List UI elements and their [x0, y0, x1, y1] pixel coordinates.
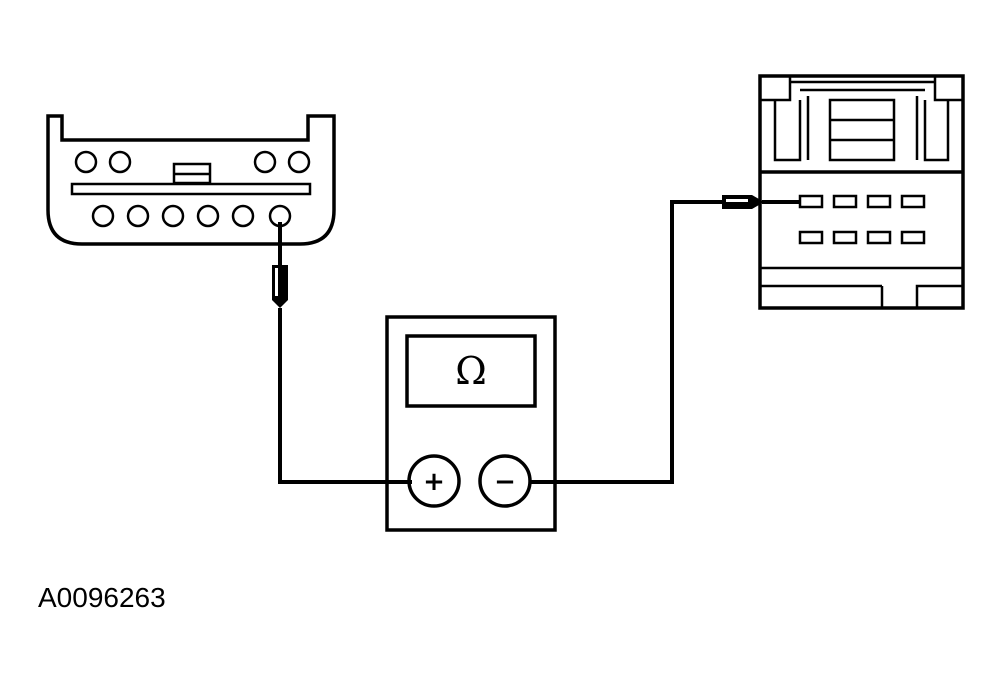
right-connector-pin-probed	[798, 194, 824, 209]
left-connector-pin	[196, 204, 220, 228]
right-connector-pin	[900, 230, 926, 245]
left-connector-pin	[91, 204, 115, 228]
positive-terminal	[407, 454, 461, 508]
positive-terminal-symbol: +	[423, 467, 445, 497]
negative-terminal-symbol: −	[494, 467, 516, 497]
negative-probe	[722, 195, 800, 209]
right-connector-pin	[900, 194, 926, 209]
right-connector-pin	[866, 194, 892, 209]
right-connector-pin	[798, 230, 824, 245]
figure-id: A0096263	[38, 582, 166, 613]
negative-lead-wire	[530, 200, 722, 484]
right-connector-pin	[866, 230, 892, 245]
left-connector-pin	[74, 150, 98, 174]
left-connector-pin	[108, 150, 132, 174]
left-connector-pin	[287, 150, 311, 174]
left-connector-pin	[231, 204, 255, 228]
multimeter: Ω + −	[385, 315, 557, 532]
positive-lead-wire	[278, 308, 412, 484]
meter-display	[405, 334, 537, 408]
positive-probe	[272, 222, 288, 308]
left-connector	[46, 114, 336, 246]
ohm-symbol: Ω	[455, 349, 487, 393]
right-connector	[758, 74, 965, 310]
left-connector-pin	[126, 204, 150, 228]
left-connector-pin	[161, 204, 185, 228]
left-connector-pin	[253, 150, 277, 174]
right-connector-latch	[828, 98, 896, 162]
right-connector-pin	[832, 194, 858, 209]
right-connector-pin	[832, 230, 858, 245]
left-connector-rail	[70, 182, 312, 196]
